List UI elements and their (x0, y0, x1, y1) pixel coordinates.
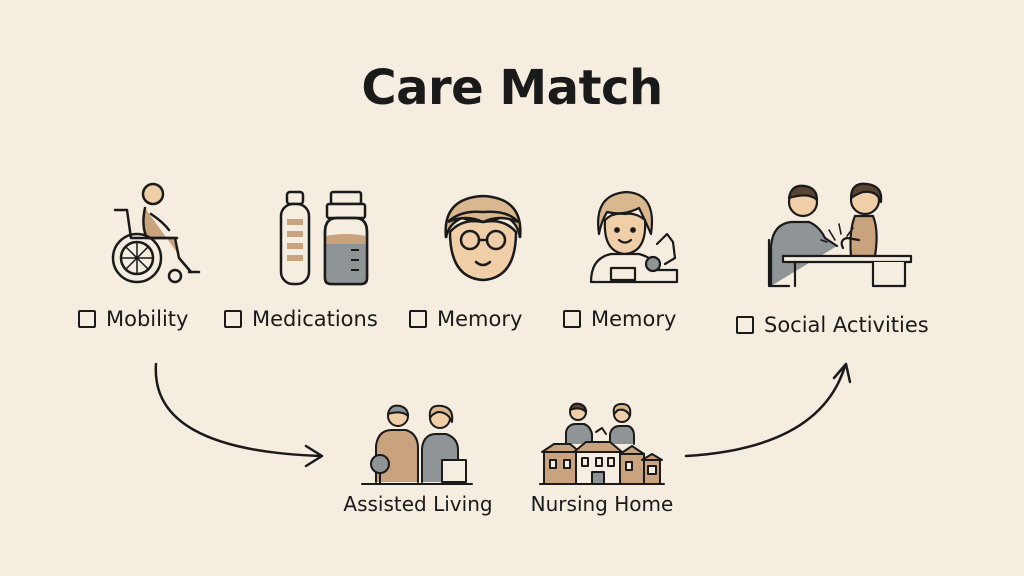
person-puzzle-icon (589, 190, 679, 284)
need-checkbox-medications[interactable]: Medications (224, 307, 378, 331)
option-label-nursing-home[interactable]: Nursing Home (530, 492, 674, 516)
checkbox-square[interactable] (78, 310, 96, 328)
checkbox-label: Mobility (106, 307, 189, 331)
need-checkbox-memory-2[interactable]: Memory (563, 307, 676, 331)
medicine-bottles-icon (279, 190, 369, 286)
checkbox-label: Medications (252, 307, 378, 331)
option-label-assisted-living[interactable]: Assisted Living (343, 492, 493, 516)
assisted-living-icon (361, 404, 473, 485)
nursing-home-icon (539, 402, 665, 485)
checkbox-square[interactable] (409, 310, 427, 328)
need-checkbox-mobility[interactable]: Mobility (78, 307, 188, 331)
wheelchair-icon (111, 182, 201, 284)
page-title: Care Match (361, 60, 663, 116)
checkbox-square[interactable] (563, 310, 581, 328)
checkbox-label: Memory (437, 307, 523, 331)
checkbox-label: Social Activities (764, 313, 929, 337)
checkbox-label: Memory (591, 307, 677, 331)
person-face-icon (444, 194, 522, 282)
checkbox-square[interactable] (736, 316, 754, 334)
people-socializing-icon (767, 182, 913, 288)
need-checkbox-memory-1[interactable]: Memory (409, 307, 522, 331)
need-checkbox-social-activities[interactable]: Social Activities (736, 313, 929, 337)
checkbox-square[interactable] (224, 310, 242, 328)
